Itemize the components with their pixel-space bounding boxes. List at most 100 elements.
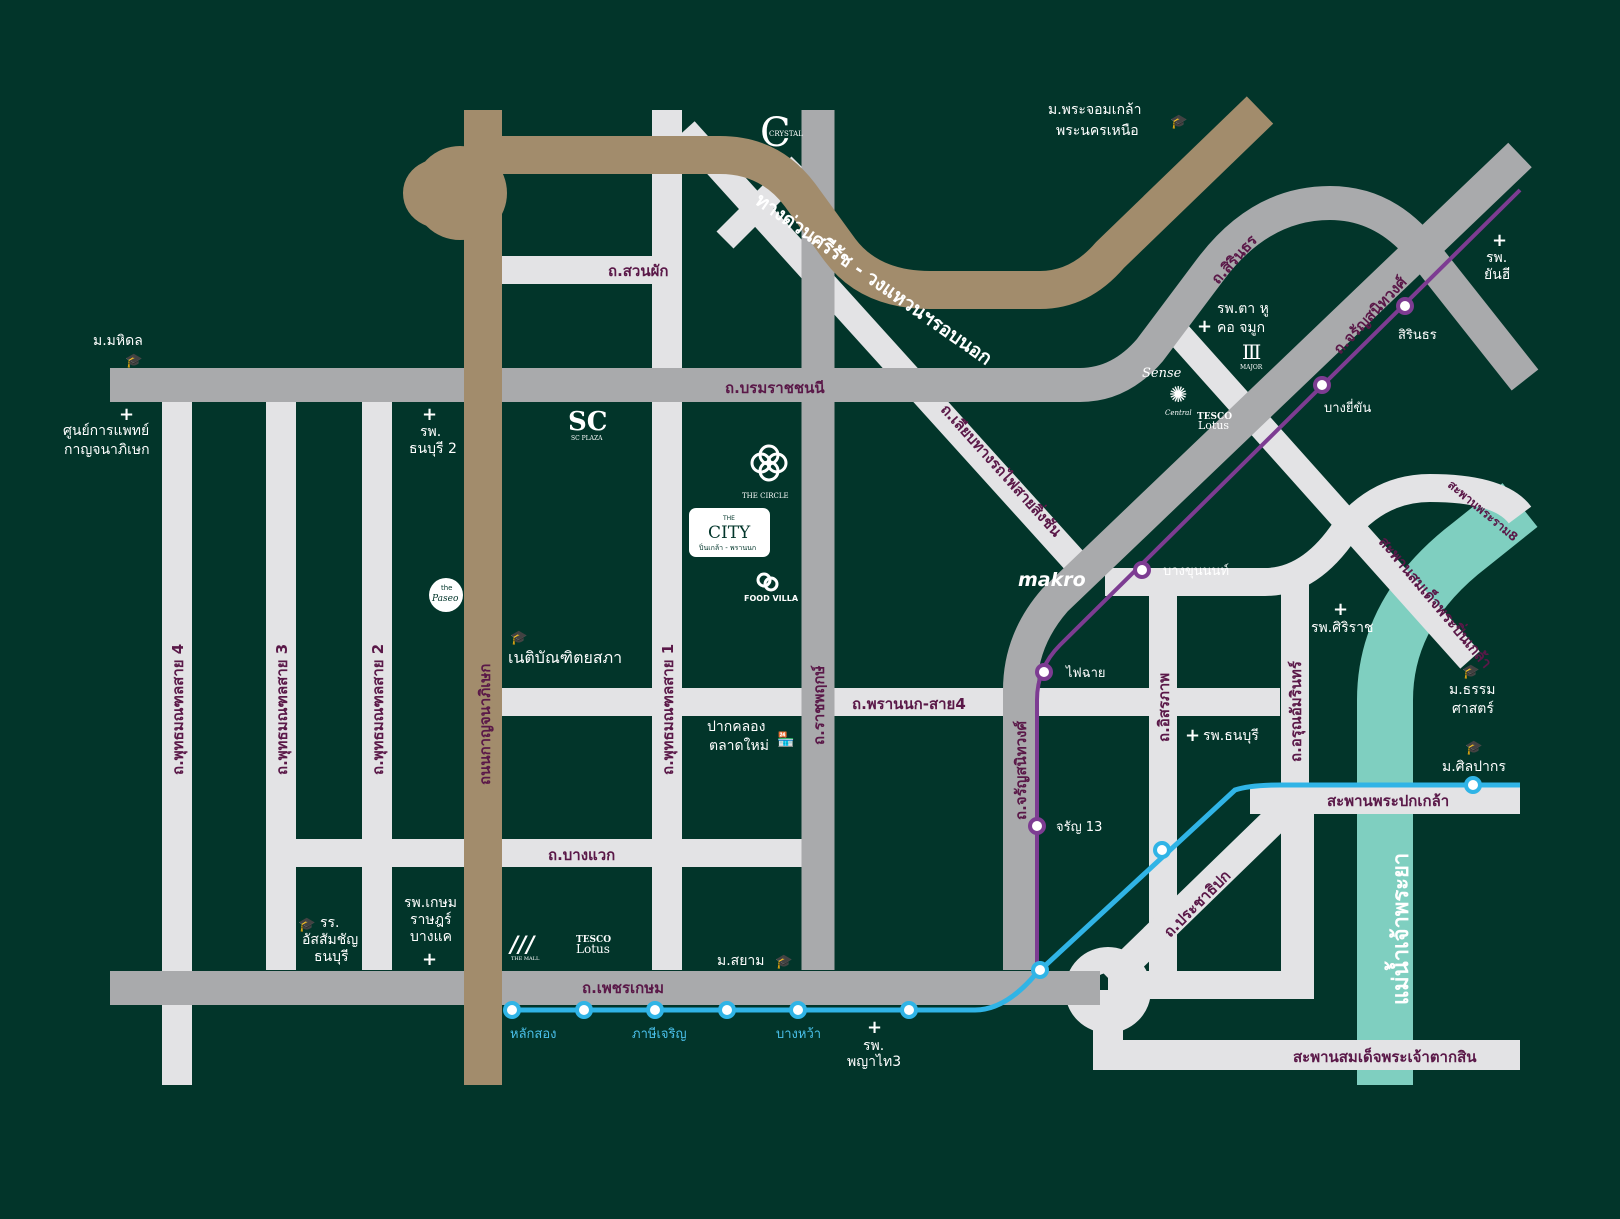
label-kanchana-hosp-1: ศูนย์การแพทย์ (63, 422, 149, 439)
label-thonburi2-2: ธนบุรี 2 (409, 441, 457, 457)
label-assumption-1: รร. (320, 915, 340, 931)
graduation-icon: 🎓 (775, 954, 792, 970)
label-kanchanaphisek: ถนนกาญจนาภิเษก (476, 664, 494, 785)
label-kanchana-hosp-2: กาญจนาภิเษก (64, 442, 150, 458)
graduation-icon: 🎓 (510, 630, 527, 646)
road-charan-sanitwong (1003, 142, 1532, 970)
station-lak-song (503, 1001, 521, 1019)
major-logo: Ⅲ MAJOR (1240, 340, 1263, 371)
hospital-plus-icon: + (1333, 599, 1348, 620)
label-river: แม่น้ำเจ้าพระยา (1384, 853, 1414, 1005)
places: ม.พระจอมเกล้า พระนครเหนือ 🎓 ม.มหิดล 🎓 + … (63, 102, 1510, 1070)
station-bang-wa (789, 1001, 807, 1019)
svg-text:Ⅲ: Ⅲ (1242, 340, 1261, 364)
label-station-bang-khun-non: บางขุนนนท์ (1163, 563, 1229, 579)
svg-text:Lotus: Lotus (576, 942, 610, 956)
label-yanhee-2: ยันฮี (1484, 267, 1510, 283)
label-thammasat-2: ศาสตร์ (1452, 700, 1494, 717)
svg-text:ปิ่นเกล้า - พรานนก: ปิ่นเกล้า - พรานนก (699, 543, 756, 552)
expressway-loop (413, 146, 507, 240)
label-charan-lower: ถ.จรัญสนิทวงศ์ (1012, 721, 1030, 820)
svg-text:Central: Central (1165, 409, 1192, 417)
label-pok-klao-bridge: สะพานพระปกเกล้า (1327, 792, 1449, 810)
graduation-icon: 🎓 (1462, 664, 1479, 680)
label-station-fai-chai: ไฟฉาย (1065, 665, 1106, 681)
station-fai-chai (1035, 663, 1053, 681)
tesco-logo-south: TESCO Lotus (576, 935, 611, 956)
svg-text:THE MALL: THE MALL (511, 956, 540, 962)
hospital-plus-icon: + (1492, 230, 1507, 251)
label-netibandit: เนติบัณฑิตยสภา (508, 648, 622, 667)
label-station-charan-13: จรัญ 13 (1056, 820, 1102, 835)
the-circle-logo: THE CIRCLE (742, 444, 789, 500)
road-upper-arc (1105, 473, 1532, 596)
label-bang-waek: ถ.บางแวก (548, 846, 615, 864)
station-charan-13 (1028, 817, 1046, 835)
label-suan-phak: ถ.สวนผัก (608, 262, 668, 280)
label-kmitl-1: ม.พระจอมเกล้า (1048, 102, 1142, 118)
label-kasem-1: รพ.เกษม (404, 895, 457, 911)
svg-text:MAJOR: MAJOR (1240, 364, 1263, 371)
label-assumption-3: ธนบุรี (314, 949, 349, 965)
label-kmitl-2: พระนครเหนือ (1056, 123, 1139, 139)
svg-text:SC PLAZA: SC PLAZA (571, 435, 603, 442)
label-eye-ent-1: รพ.ตา หู (1217, 301, 1269, 317)
label-pak-khlong-2: ตลาดใหม่ (709, 737, 769, 754)
graduation-icon: 🎓 (298, 917, 315, 933)
road-itsaraphap-diag (1165, 321, 1480, 669)
label-eye-ent-2: คอ จมูก (1217, 320, 1265, 336)
label-yanhee-1: รพ. (1486, 250, 1507, 266)
label-phuttha-1: ถ.พุทธมณฑลสาย 1 (659, 644, 678, 775)
food-villa-logo: FOOD VILLA (744, 572, 799, 603)
chao-phraya-river (1357, 483, 1538, 1085)
svg-text:CRYSTAL: CRYSTAL (769, 130, 803, 138)
sense-logo: Sense (1142, 366, 1182, 381)
hospital-plus-icon: + (1185, 725, 1200, 746)
label-phyathai-1: รพ. (863, 1038, 884, 1054)
svg-text:✺: ✺ (1169, 383, 1187, 408)
label-taksin-bridge: สะพานสมเด็จพระเจ้าตากสิน (1293, 1047, 1477, 1066)
the-paseo-logo: the Paseo (429, 578, 463, 612)
station-blue-9 (1464, 776, 1482, 794)
station-blue-2 (575, 1001, 593, 1019)
svg-text:CITY: CITY (708, 523, 751, 543)
station-labels: สิรินธร บางยี่ขัน บางขุนนนท์ ไฟฉาย จรัญ … (510, 328, 1437, 1042)
svg-text:THE CIRCLE: THE CIRCLE (742, 492, 789, 500)
station-bang-khun-non (1133, 561, 1151, 579)
station-blue-8 (1153, 841, 1171, 859)
graduation-icon: 🎓 (1170, 114, 1187, 130)
graduation-icon: 🎓 (125, 353, 142, 369)
label-assumption-2: อัสสัมชัญ (302, 932, 358, 948)
gray-roads (110, 110, 1539, 1005)
label-station-bang-wa: บางหว้า (776, 1027, 821, 1042)
label-itsaraphap: ถ.อิสรภาพ (1155, 673, 1173, 742)
road-taksin (1093, 990, 1520, 1070)
station-bang-yi-khan (1313, 376, 1331, 394)
road-roundabout-link (1108, 810, 1314, 999)
label-station-phasi-charoen: ภาษีเจริญ (632, 1026, 687, 1042)
hospital-plus-icon: + (1197, 316, 1212, 337)
blue-stations (503, 776, 1482, 1019)
label-phran-nok: ถ.พรานนก-สาย4 (852, 695, 966, 713)
label-pak-khlong-1: ปากคลอง (707, 719, 765, 735)
road-borommaratchachonnani (110, 185, 1539, 402)
road-pracha-thipok (1100, 799, 1295, 991)
the-city-project-logo: THE CITY ปิ่นเกล้า - พรานนก (689, 508, 770, 557)
label-makro: makro (1018, 569, 1086, 591)
label-phetkasem: ถ.เพชรเกษม (582, 979, 664, 997)
label-phuttha-4: ถ.พุทธมณฑลสาย 4 (169, 644, 188, 775)
hospital-plus-icon: + (422, 949, 437, 970)
logos: C CRYSTAL SC SC PLAZA THE CIRCLE THE CIT… (429, 110, 1263, 962)
label-arun-amarin: ถ.อรุณอัมรินทร์ (1287, 660, 1306, 762)
purple-stations (1028, 297, 1414, 835)
svg-text:Lotus: Lotus (1198, 419, 1229, 432)
svg-text:FOOD VILLA: FOOD VILLA (744, 594, 799, 603)
label-ratchaphruek: ถ.ราชพฤกษ์ (810, 665, 828, 745)
expressway (402, 96, 1274, 1085)
central-logo: ✺ Central (1165, 383, 1192, 417)
svg-text:the: the (441, 584, 453, 592)
market-icon: 🏪 (777, 731, 794, 748)
svg-text:Paseo: Paseo (431, 594, 459, 604)
label-silpakorn: ม.ศิลปากร (1442, 759, 1506, 775)
